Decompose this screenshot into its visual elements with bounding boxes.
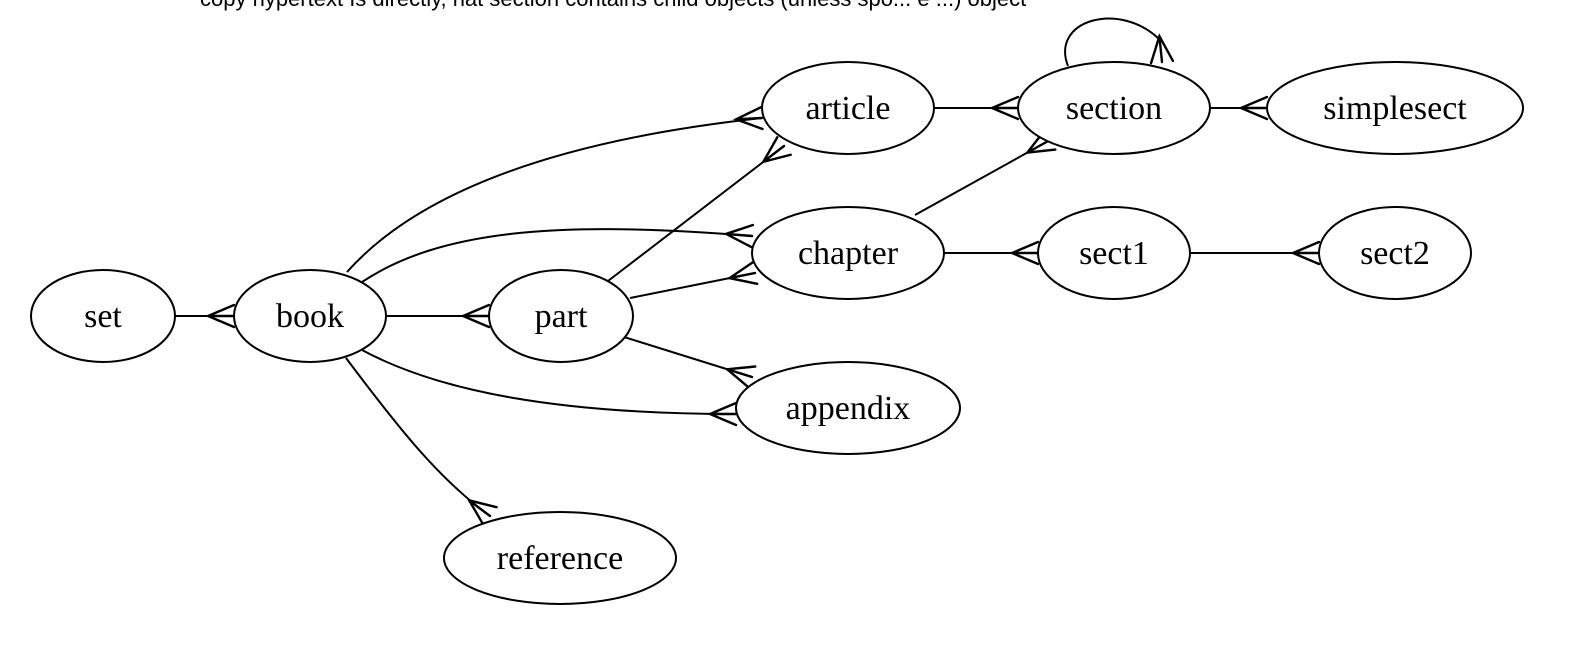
- node-sect2-ellipse: [1318, 206, 1472, 300]
- node-simplesect-label: simplesect: [1323, 90, 1467, 127]
- edge-book-to-chapter-line: [361, 228, 753, 283]
- edge-article-to-section-crowfoot-icon: [988, 95, 1020, 121]
- node-chapter-label: chapter: [798, 235, 899, 272]
- edges: [175, 17, 1321, 526]
- node-part: part: [488, 269, 634, 363]
- edge-section-to-section-crowfoot-icon: [1149, 33, 1175, 65]
- node-reference: reference: [443, 511, 677, 605]
- node-appendix-label: appendix: [786, 390, 911, 427]
- edge-part-to-chapter-crowfoot-icon: [726, 261, 759, 285]
- edge-book-to-article-line: [346, 117, 763, 273]
- node-sect1-ellipse: [1037, 206, 1191, 300]
- edge-section-to-simplesect-crowfoot-icon: [1237, 95, 1269, 121]
- edge-part-to-chapter: [629, 261, 759, 299]
- node-sect2: sect2: [1318, 206, 1472, 300]
- node-book-label: book: [276, 298, 344, 335]
- edge-book-to-appendix-crowfoot-icon: [706, 401, 738, 427]
- node-article-ellipse: [761, 61, 935, 155]
- edge-book-to-article-crowfoot-icon: [732, 105, 764, 131]
- edge-book-to-part: [386, 303, 491, 329]
- node-set: set: [30, 269, 176, 363]
- node-part-label: part: [535, 298, 588, 335]
- edge-book-to-appendix: [361, 349, 738, 427]
- edge-book-to-article: [346, 105, 764, 273]
- edge-section-to-section-line: [1064, 17, 1161, 67]
- edge-book-to-appendix-line: [361, 349, 737, 415]
- node-set-ellipse: [30, 269, 176, 363]
- node-appendix: appendix: [735, 361, 961, 455]
- node-part-ellipse: [488, 269, 634, 363]
- edge-book-to-chapter: [361, 223, 755, 283]
- node-set-label: set: [84, 298, 122, 335]
- node-article-label: article: [806, 90, 891, 127]
- edge-book-to-chapter-crowfoot-icon: [723, 223, 755, 249]
- node-sect2-label: sect2: [1360, 235, 1430, 272]
- node-section: section: [1017, 61, 1211, 155]
- edge-section-to-simplesect: [1210, 95, 1269, 121]
- node-section-ellipse: [1017, 61, 1211, 155]
- edge-part-to-appendix: [623, 336, 757, 389]
- edge-part-to-article-line: [607, 145, 785, 282]
- node-section-label: section: [1066, 90, 1162, 127]
- nodes: set book part article chapter appendix referen…: [30, 61, 1524, 605]
- edge-part-to-article: [607, 136, 792, 282]
- node-reference-label: reference: [497, 540, 623, 577]
- edge-chapter-to-section: [914, 129, 1057, 216]
- node-sect1: sect1: [1037, 206, 1191, 300]
- node-simplesect-ellipse: [1266, 61, 1524, 155]
- edge-part-to-appendix-crowfoot-icon: [724, 365, 757, 389]
- edge-set-to-book-crowfoot-icon: [204, 303, 236, 329]
- edge-section-to-section: [1064, 17, 1175, 67]
- node-chapter: chapter: [751, 206, 945, 300]
- edge-sect1-to-sect2-crowfoot-icon: [1289, 240, 1321, 266]
- edge-chapter-to-sect1: [944, 240, 1040, 266]
- top-caption: copy hypertext Is directly, hat section …: [200, 0, 1026, 11]
- node-book: book: [233, 269, 387, 363]
- edge-set-to-book: [175, 303, 236, 329]
- edge-book-to-reference: [345, 357, 498, 526]
- node-book-ellipse: [233, 269, 387, 363]
- node-sect1-label: sect1: [1079, 235, 1149, 272]
- edge-book-to-reference-crowfoot-icon: [466, 498, 498, 526]
- node-simplesect: simplesect: [1266, 61, 1524, 155]
- edge-chapter-to-sect1-crowfoot-icon: [1008, 240, 1040, 266]
- node-article: article: [761, 61, 935, 155]
- edge-article-to-section: [934, 95, 1020, 121]
- node-reference-ellipse: [443, 511, 677, 605]
- edge-part-to-article-crowfoot-icon: [760, 136, 792, 164]
- edge-book-to-part-crowfoot-icon: [459, 303, 491, 329]
- edge-sect1-to-sect2: [1190, 240, 1321, 266]
- edge-book-to-reference-line: [345, 357, 491, 517]
- node-chapter-ellipse: [751, 206, 945, 300]
- node-appendix-ellipse: [735, 361, 961, 455]
